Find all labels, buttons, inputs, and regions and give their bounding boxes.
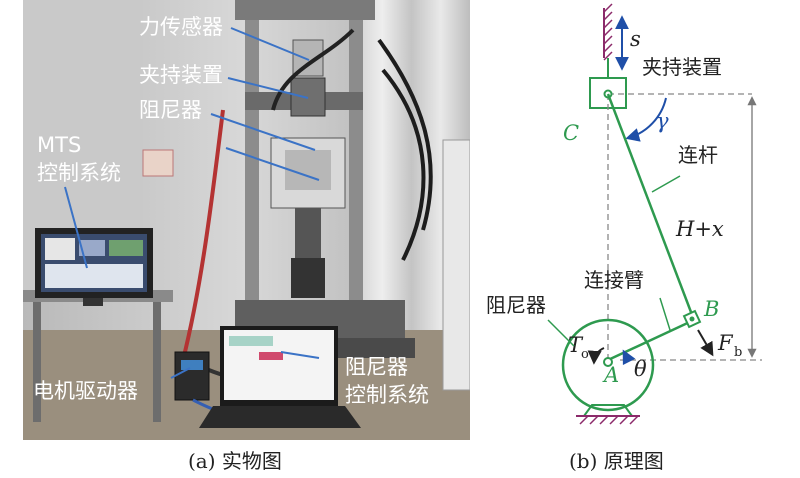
theta-arc — [622, 349, 636, 366]
photo-label-mts-line1: MTS — [37, 133, 81, 157]
photo-label-clamp: 夹持装置 — [139, 63, 223, 87]
B-label: B — [703, 297, 719, 321]
fixed-wall-hatch — [603, 3, 613, 61]
joint-B-slider — [682, 309, 702, 329]
photo-label-mts-line2: 控制系统 — [37, 161, 121, 185]
connecting-rod — [606, 93, 696, 321]
schematic-damper-label: 阻尼器 — [486, 293, 546, 317]
photo-pointer-lines — [64, 27, 320, 379]
connecting-arm — [607, 318, 695, 362]
T-subscript: o — [581, 347, 589, 362]
joint-C — [603, 89, 613, 99]
torque-arc — [587, 347, 605, 365]
gamma-arc — [625, 97, 667, 142]
Fb-force-arrow — [697, 329, 714, 357]
schematic-clamp-label: 夹持装置 — [642, 55, 722, 79]
s-label: s — [630, 27, 641, 51]
rod-label: 连杆 — [678, 143, 718, 167]
damper-leader — [547, 319, 575, 347]
joint-B — [689, 316, 695, 322]
photo-label-force-sensor: 力传感器 — [139, 15, 223, 39]
joint-A — [603, 357, 613, 367]
damper-control-laptop — [199, 326, 361, 428]
mts-test-frame — [225, 0, 415, 358]
rod-leader — [651, 175, 681, 193]
mts-monitor — [35, 228, 153, 306]
photo-panel: 力传感器 夹持装置 阻尼器 MTS 控制系统 电机驱动器 阻尼器 控制系统 — [23, 0, 470, 440]
svg-text:力传感器: 力传感器 — [139, 15, 223, 39]
gamma-label: γ — [656, 109, 669, 133]
caption-b: (b) 原理图 — [569, 449, 664, 473]
clamp-box — [589, 77, 627, 109]
photo-label-damper-ctrl-line2: 控制系统 — [345, 383, 429, 407]
ground-support — [576, 404, 640, 425]
F-label: F — [717, 331, 734, 355]
arm-label: 连接臂 — [584, 268, 644, 292]
damper-wheel — [561, 318, 655, 412]
A-label: A — [602, 363, 619, 387]
photo-label-damper: 阻尼器 — [139, 98, 202, 122]
photo-label-damper-ctrl-line1: 阻尼器 — [345, 355, 408, 379]
C-label: C — [563, 121, 579, 145]
F-subscript: b — [734, 345, 742, 360]
caption-a: (a) 实物图 — [188, 449, 282, 473]
photo-label-motor-driver: 电机驱动器 — [33, 379, 138, 403]
H-plus-x-label: H+x — [675, 217, 724, 241]
theta-label: θ — [634, 357, 647, 381]
arm-leader — [659, 297, 671, 331]
T-label: T — [568, 333, 584, 357]
